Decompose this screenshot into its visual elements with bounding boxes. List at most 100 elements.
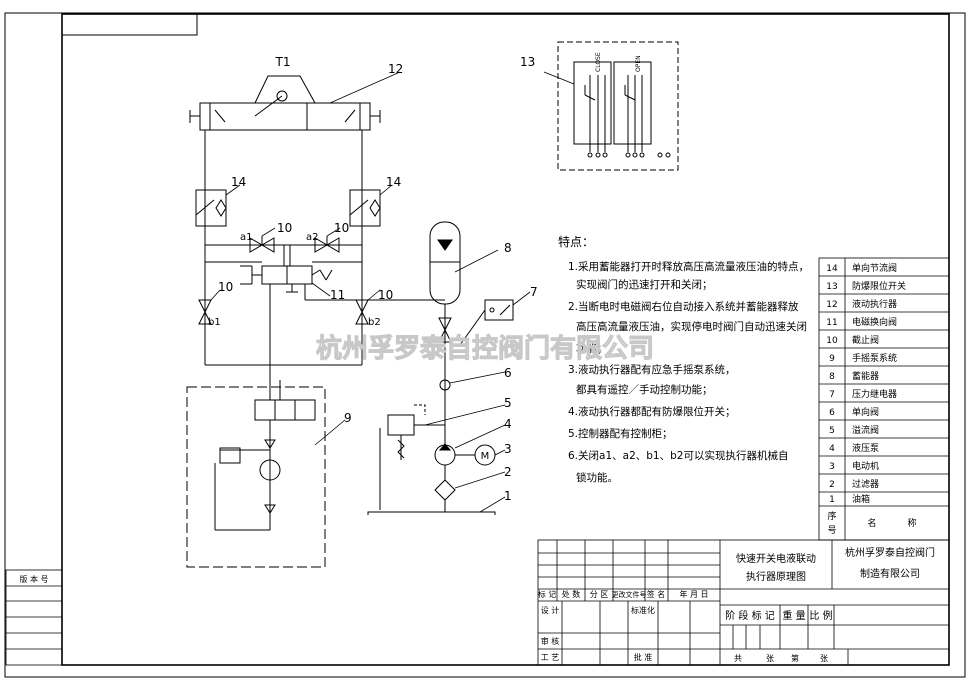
- label-1: 1: [504, 489, 512, 503]
- actuator-lines: [195, 130, 445, 366]
- feature-notes: 特点： 1.采用蓄能器打开时释放高压高流量液压油的特点， 实现阀门的迅速打开和关…: [558, 234, 809, 484]
- rev-col: 更改文件号: [612, 590, 647, 599]
- label-open: OPEN: [635, 55, 642, 72]
- version-label: 版 本 号: [19, 574, 48, 584]
- part-no: 9: [829, 354, 835, 364]
- drawing-title: 快速开关电液联动: [736, 552, 816, 565]
- company-name: 杭州孚罗泰自控阀门: [845, 546, 935, 559]
- rev-col: 年 月 日: [679, 589, 708, 599]
- feature-line: 实现阀门的迅速打开和关闭；: [576, 278, 713, 291]
- parts-header-name: 称: [907, 517, 916, 529]
- label-10c: 10: [218, 280, 233, 294]
- feature-line: 2.当断电时电磁阀右位自动接入系统并蓄能器释放: [568, 300, 799, 313]
- title-block: [537, 539, 950, 666]
- process-label: 工 艺: [541, 653, 560, 662]
- feature-line: 都具有遥控／手动控制功能；: [576, 383, 713, 396]
- standardize-label: 标准化: [631, 605, 655, 615]
- parts-header-no: 号: [827, 525, 836, 536]
- callout-numbers: 12 13 14 14 10 10 10 10 11 8 7 6 5 4 3 2…: [208, 55, 538, 503]
- title-block-text: 快速开关电液联动 执行器原理图 杭州孚罗泰自控阀门 制造有限公司 标 记 处 数…: [538, 546, 935, 663]
- parts-list-table: [818, 257, 950, 541]
- drawing-title: 执行器原理图: [746, 570, 806, 583]
- hand-pump-system: [186, 365, 326, 568]
- part-no: 12: [826, 300, 837, 310]
- part-no: 11: [826, 318, 837, 328]
- hydraulic-actuator: [189, 75, 381, 131]
- rev-col: 分 区: [590, 590, 609, 599]
- label-10a: 10: [277, 221, 292, 235]
- sheet-no-label: 第: [791, 653, 799, 663]
- motor-symbol: M: [481, 451, 490, 462]
- part-name: 单向节流阀: [852, 262, 897, 274]
- label-8: 8: [504, 241, 512, 255]
- label-b2: b2: [368, 317, 381, 328]
- stage-mark-label: 阶 段 标 记: [725, 609, 775, 622]
- part-no: 1: [829, 495, 835, 505]
- feature-line: 锁功能。: [576, 471, 618, 484]
- rev-col: 签 名: [647, 589, 666, 599]
- total-label: 共: [734, 654, 742, 663]
- scale-label: 比 例: [809, 609, 832, 622]
- review-label: 审 核: [541, 636, 560, 646]
- part-no: 14: [826, 264, 838, 274]
- parts-list-rows: 14 单向节流阀 13 防爆限位开关 12 液动执行器 11 电磁换向阀 10 …: [826, 262, 916, 536]
- label-10b: 10: [334, 221, 349, 235]
- page-label: 张: [820, 654, 828, 663]
- label-a1: a1: [240, 232, 253, 243]
- feature-line: 6.关闭a1、a2、b1、b2可以实现执行器机械自: [568, 449, 788, 462]
- label-2: 2: [504, 465, 512, 479]
- part-no: 7: [829, 390, 835, 400]
- label-14b: 14: [386, 175, 401, 189]
- part-no: 5: [829, 426, 835, 436]
- weight-label: 重 量: [782, 609, 805, 622]
- version-box: [5, 569, 63, 666]
- label-7: 7: [530, 285, 538, 299]
- parts-header-no: 序: [827, 510, 836, 522]
- part-name: 单向阀: [852, 406, 879, 418]
- limit-switch-box: [557, 41, 679, 171]
- feature-line: 1.采用蓄能器打开时释放高压高流量液压油的特点，: [568, 260, 809, 273]
- feature-line: 功能；: [576, 342, 608, 355]
- watermark: 杭州孚罗泰自控阀门有限公司: [316, 333, 654, 364]
- part-no: 13: [826, 282, 837, 292]
- part-name: 液压泵: [852, 442, 879, 454]
- part-no: 6: [829, 408, 835, 418]
- parts-header-name: 名: [867, 517, 876, 529]
- label-5: 5: [504, 396, 512, 410]
- feature-line: 3.液动执行器配有应急手摇泵系统，: [568, 363, 736, 376]
- features-title: 特点：: [558, 234, 594, 249]
- label-11: 11: [330, 288, 345, 302]
- part-name: 电磁换向阀: [852, 316, 897, 328]
- part-name: 液动执行器: [852, 298, 897, 310]
- feature-line: 4.液动执行器都配有防爆限位开关；: [568, 405, 736, 418]
- part-no: 8: [829, 372, 835, 382]
- label-t1: T1: [275, 55, 291, 69]
- label-b1: b1: [208, 317, 221, 328]
- part-name: 油箱: [852, 493, 870, 505]
- part-name: 过滤器: [852, 478, 879, 490]
- part-name: 蓄能器: [852, 370, 879, 382]
- part-name: 手摇泵系统: [852, 352, 897, 364]
- rev-col: 标 记: [538, 589, 557, 599]
- approve-label: 批 准: [634, 652, 653, 662]
- part-name: 防爆限位开关: [852, 280, 906, 292]
- label-10d: 10: [378, 288, 393, 302]
- label-14a: 14: [231, 175, 246, 189]
- label-13: 13: [520, 55, 535, 69]
- part-name: 压力继电器: [852, 388, 897, 400]
- design-label: 设 计: [541, 605, 560, 615]
- label-3: 3: [504, 442, 512, 456]
- label-4: 4: [504, 417, 512, 431]
- part-name: 截止阀: [852, 334, 879, 346]
- feature-line: 5.控制器配有控制柜；: [568, 427, 673, 440]
- part-no: 10: [826, 336, 838, 346]
- label-9: 9: [344, 411, 352, 425]
- callout-leaders: [210, 71, 575, 513]
- rev-col: 处 数: [562, 589, 581, 599]
- feature-line: 高压高流量液压油，实现停电时阀门自动迅速关闭: [576, 320, 807, 333]
- label-12: 12: [388, 62, 403, 76]
- pump-station: [367, 221, 514, 515]
- part-no: 4: [829, 444, 835, 454]
- part-name: 溢流阀: [852, 424, 879, 436]
